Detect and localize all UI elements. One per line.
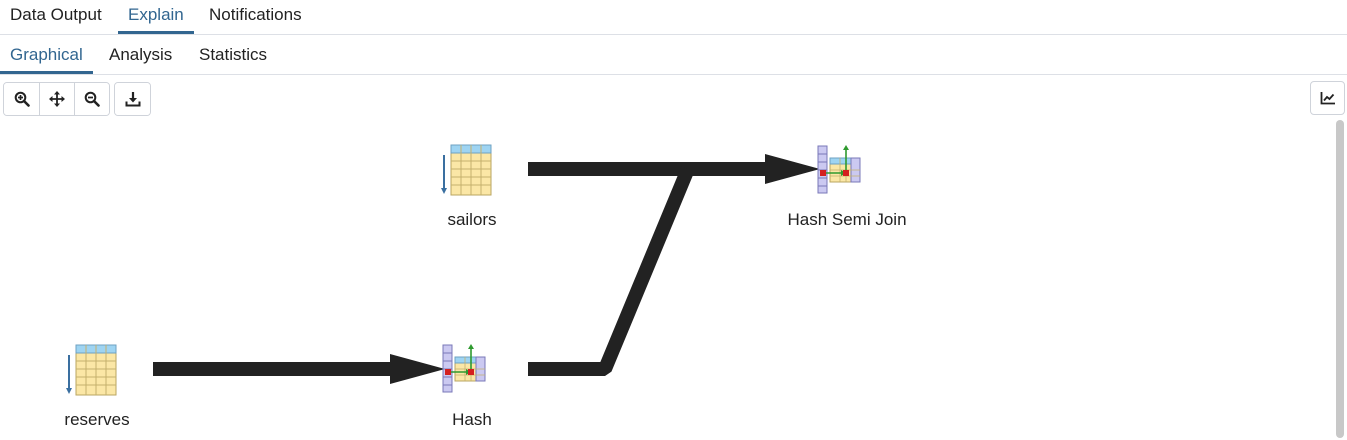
hash-icon <box>442 343 486 393</box>
node-label-reserves: reserves <box>64 410 129 429</box>
zoom-out-button[interactable] <box>74 83 109 115</box>
plan-node-hash[interactable]: Hash <box>442 343 492 429</box>
hash-join-icon <box>817 144 861 194</box>
tab-explain[interactable]: Explain <box>118 0 194 34</box>
statistics-chart-button[interactable] <box>1310 81 1345 115</box>
graph-toolbar <box>3 82 151 116</box>
chart-line-icon <box>1320 92 1335 105</box>
explain-tabbar: Data Output Explain Notifications <box>0 0 1347 35</box>
plan-node-hash-semi-join[interactable]: Hash Semi Join <box>787 144 907 229</box>
plan-node-sailors[interactable]: sailors <box>440 144 497 229</box>
move-arrows-icon <box>49 91 65 107</box>
zoom-out-icon <box>84 91 100 107</box>
plan-node-reserves[interactable]: reserves <box>64 344 130 429</box>
download-button[interactable] <box>115 83 150 115</box>
scrollbar-thumb[interactable] <box>1336 120 1344 438</box>
zoom-in-icon <box>14 91 30 107</box>
table-scan-icon <box>440 144 492 196</box>
tab-analysis[interactable]: Analysis <box>109 45 173 64</box>
tab-graphical[interactable]: Graphical <box>0 36 93 74</box>
download-button-group <box>114 82 151 116</box>
edge-reserves-to-hash <box>153 354 445 384</box>
fit-view-button[interactable] <box>39 83 74 115</box>
zoom-button-group <box>3 82 110 116</box>
vertical-scrollbar[interactable] <box>1335 118 1345 440</box>
edge-hash-to-join <box>528 166 695 376</box>
node-label-sailors: sailors <box>447 210 496 229</box>
node-label-hash-semi-join: Hash Semi Join <box>787 210 906 229</box>
tab-data-output[interactable]: Data Output <box>10 5 102 24</box>
explain-subtabbar: Graphical Analysis Statistics <box>0 36 1347 75</box>
tab-notifications[interactable]: Notifications <box>209 5 302 24</box>
zoom-in-button[interactable] <box>4 83 39 115</box>
node-label-hash: Hash <box>452 410 492 429</box>
table-scan-icon <box>65 344 117 396</box>
edge-sailors-to-join <box>528 154 820 184</box>
download-icon <box>125 92 140 107</box>
tab-statistics[interactable]: Statistics <box>199 45 268 64</box>
